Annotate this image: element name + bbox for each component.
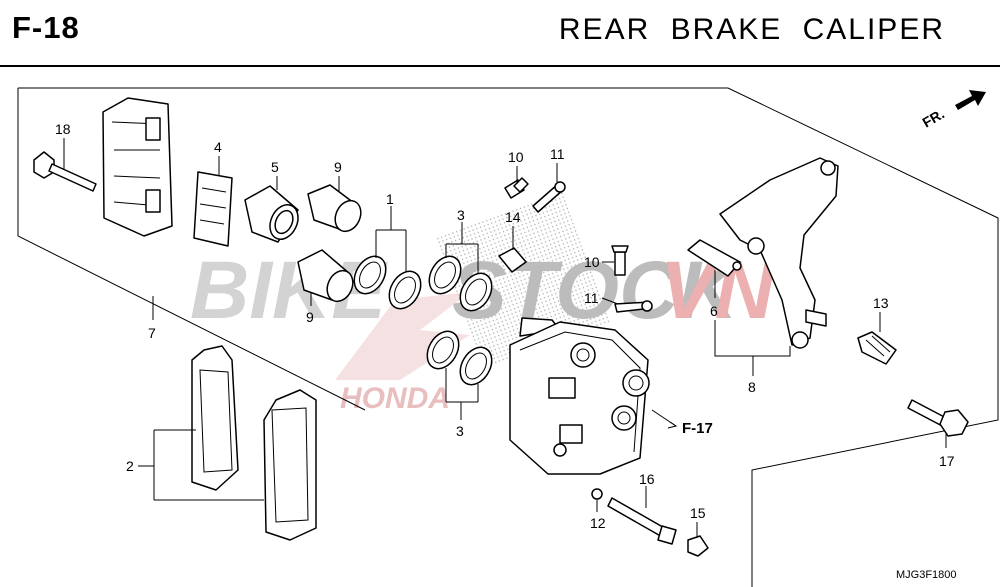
section-code: F-18	[12, 10, 80, 45]
callout-8: 8	[748, 379, 756, 395]
callout-13: 13	[873, 295, 889, 311]
part-piston-4	[244, 185, 299, 243]
callout-2: 2	[126, 458, 134, 474]
callout-9-lower: 9	[306, 309, 314, 325]
callout-11-upper: 11	[550, 146, 565, 162]
part-seal-set-1	[353, 255, 422, 310]
watermark-text-gray: BIKE	[190, 245, 388, 336]
callout-12: 12	[590, 515, 606, 531]
front-label: FR.	[920, 105, 948, 130]
figure-code: MJG3F1800	[896, 569, 957, 581]
callout-5: 4	[214, 139, 222, 155]
part-pad-retainer-6	[687, 239, 742, 277]
reference-f17[interactable]: F-17	[682, 420, 713, 437]
part-bolt-17	[907, 399, 969, 437]
watermark-text-dark: STOCK	[452, 245, 743, 336]
callout-18: 18	[55, 121, 71, 137]
part-piston-9-lower	[297, 249, 354, 303]
part-caliper-inner-half	[102, 97, 173, 237]
part-brake-pad-rear	[191, 345, 239, 491]
callout-labels: 18 4 5 9 1 3 10 11 14 10 11 9 7 2 3 6 8 …	[55, 121, 955, 531]
part-caliper-bracket-8	[719, 157, 839, 349]
leader-lines	[63, 138, 947, 538]
callout-7: 7	[148, 325, 156, 341]
part-seal-set-3-lower	[426, 330, 493, 386]
part-brake-pad-front	[263, 389, 317, 541]
callout-10-upper: 10	[508, 149, 524, 165]
watermark-wing	[335, 292, 470, 380]
part-pad-spring-5	[193, 171, 233, 247]
callout-16: 16	[639, 471, 655, 487]
part-bleeder-cap-11-upper	[532, 181, 566, 213]
part-clip-12	[591, 488, 603, 500]
part-plug-15	[687, 535, 709, 557]
watermark: BIKE STOCK VN HONDA	[190, 190, 776, 415]
part-caliper-body	[509, 317, 650, 475]
callout-14: 14	[505, 209, 521, 225]
part-boot-13	[857, 331, 897, 365]
callout-6: 6	[710, 303, 718, 319]
parts-boundary	[17, 87, 999, 587]
part-bleeder-cap-11-right	[614, 300, 653, 313]
callout-3-upper: 3	[457, 207, 465, 223]
part-seal-set-3-upper	[428, 255, 493, 312]
part-bleeder-10-upper	[504, 177, 529, 199]
watermark-brand: HONDA	[340, 382, 450, 415]
part-piston-9-upper	[307, 184, 362, 233]
callout-4: 5	[271, 159, 279, 175]
part-bolt-18	[33, 151, 97, 192]
front-direction-indicator: FR.	[920, 90, 986, 131]
part-plug-14	[498, 247, 527, 273]
callout-15: 15	[690, 505, 706, 521]
page-title: REAR BRAKE CALIPER	[558, 13, 945, 46]
callout-17: 17	[939, 453, 955, 469]
callout-1: 1	[386, 191, 394, 207]
callout-3-lower: 3	[456, 423, 464, 439]
front-arrow-icon	[955, 90, 986, 110]
part-bleeder-10-right	[611, 245, 629, 276]
callout-10-right: 10	[584, 254, 600, 270]
callout-9-upper: 9	[334, 159, 342, 175]
header-divider	[0, 65, 1000, 67]
callout-11-right: 11	[584, 290, 599, 306]
part-pin-16	[607, 497, 677, 545]
